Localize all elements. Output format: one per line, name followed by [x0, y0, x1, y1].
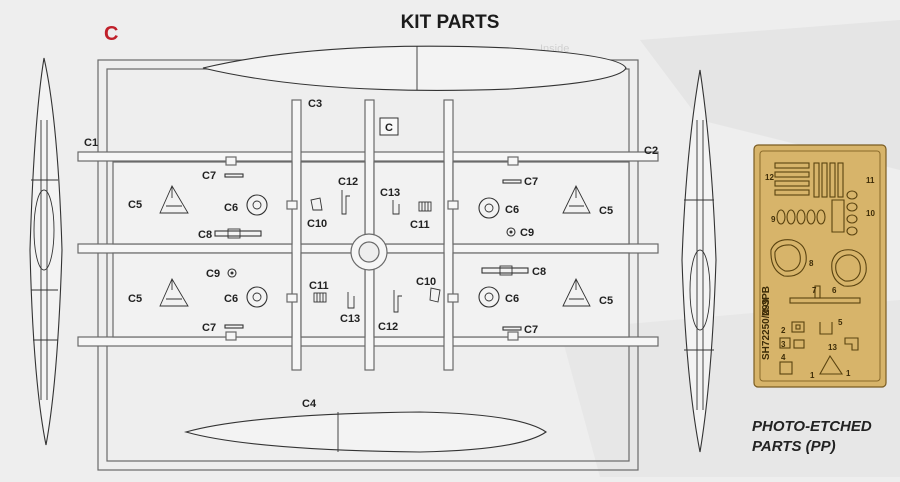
label-c11: C11: [410, 219, 430, 231]
label-c5: C5: [599, 205, 613, 217]
label-c4: C4: [302, 398, 317, 410]
part-c12: [341, 190, 402, 313]
pe-number: 10: [866, 209, 875, 218]
part-c11: [313, 201, 432, 303]
pe-caption-line2: PARTS (PP): [752, 438, 836, 455]
pe-number: 13: [828, 343, 837, 352]
part-c5-struts: [159, 184, 591, 307]
label-c7: C7: [524, 324, 538, 336]
label-c11: C11: [309, 280, 329, 292]
label-c13: C13: [380, 187, 400, 199]
label-c6: C6: [505, 293, 519, 305]
part-c1: [29, 57, 63, 446]
sprue-tag-letter: C: [385, 122, 393, 134]
part-c2: [681, 69, 717, 453]
label-c6: C6: [224, 293, 238, 305]
pe-number: 7: [812, 286, 817, 295]
label-c12: C12: [378, 321, 398, 333]
label-c7: C7: [202, 170, 216, 182]
label-c9: C9: [206, 268, 220, 280]
part-c7-pins: [224, 173, 522, 331]
part-labels: C1 C2 C3 C4 C5 C5 C5 C5 C6 C6 C6 C6 C7 C…: [84, 98, 658, 410]
label-c3: C3: [308, 98, 322, 110]
photo-etch-fret: SH72250/299 N-3PB 12 11 9 10 8 7 6 5 2 3…: [753, 144, 887, 388]
part-c8-guns: [214, 228, 529, 276]
label-c12: C12: [338, 176, 358, 188]
part-c4: [183, 411, 547, 453]
photo-etch-caption: PHOTO-ETCHED PARTS (PP): [752, 418, 872, 455]
label-c5: C5: [128, 293, 142, 305]
label-c1: C1: [84, 137, 98, 149]
page-title: KIT PARTS: [401, 12, 500, 33]
pe-number: 2: [781, 326, 786, 335]
sprue-letter: C: [104, 23, 118, 45]
photo-etch-model: N-3PB: [761, 286, 772, 316]
part-c3: [202, 45, 627, 91]
label-c2: C2: [644, 145, 658, 157]
pe-number: 1: [810, 371, 815, 380]
label-c10: C10: [416, 276, 436, 288]
part-c10: [310, 197, 441, 303]
label-c8: C8: [532, 266, 546, 278]
label-c13: C13: [340, 313, 360, 325]
pe-number: 12: [765, 173, 774, 182]
part-c9: [227, 227, 516, 278]
part-c6-wheels: [246, 194, 500, 308]
label-c5: C5: [599, 295, 613, 307]
label-c6: C6: [505, 204, 519, 216]
label-c5: C5: [128, 199, 142, 211]
pe-number: 1: [846, 369, 851, 378]
label-c10: C10: [307, 218, 327, 230]
pe-caption-line1: PHOTO-ETCHED: [752, 418, 872, 435]
label-c7: C7: [202, 322, 216, 334]
label-c8: C8: [198, 229, 212, 241]
part-c13: [347, 200, 400, 309]
label-c9: C9: [520, 227, 534, 239]
pe-number: 11: [866, 176, 875, 185]
pe-number: 5: [838, 318, 843, 327]
pe-number: 3: [781, 340, 786, 349]
photo-etch-code: SH72250/299: [761, 298, 772, 360]
pe-number: 9: [771, 215, 776, 224]
label-c6: C6: [224, 202, 238, 214]
label-c7: C7: [524, 176, 538, 188]
sprue-frame: [77, 59, 659, 471]
pe-number: 6: [832, 286, 837, 295]
pe-number: 8: [809, 259, 814, 268]
sprue-tag: C: [379, 117, 399, 136]
pe-number: 4: [781, 353, 786, 362]
